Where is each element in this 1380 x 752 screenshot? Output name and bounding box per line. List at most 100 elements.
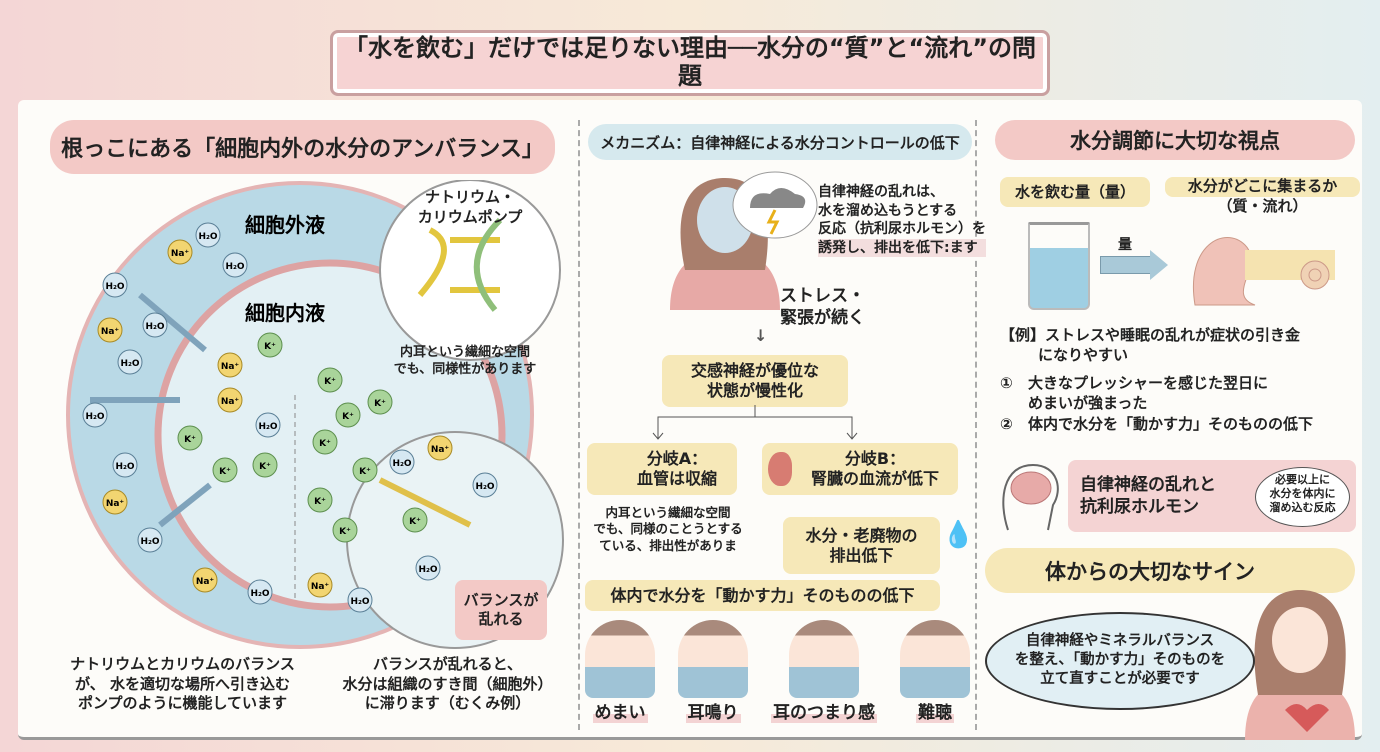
k-ion [367, 389, 393, 415]
h2o-ion-label: H₂O [392, 459, 411, 469]
h2o-ion [222, 252, 248, 278]
inner-ear-illustration [1193, 237, 1335, 306]
h2o-ion-label: H₂O [250, 589, 269, 599]
imbalance-arrow [378, 477, 472, 528]
k-ion [252, 452, 278, 478]
h2o-ion [347, 587, 373, 613]
h2o-ion-label: H₂O [225, 262, 244, 272]
autonomic-note: 自律神経の乱れは、水を溜め込もうとする反応（抗利尿ホルモン）を誘発し、排出を低下… [818, 184, 986, 258]
sign-header: 体からの大切なサイン [985, 548, 1355, 593]
divider [578, 120, 580, 730]
left-header: 根っこにある「細胞内外の水分のアンバランス」 [50, 120, 555, 174]
na-ion [192, 567, 218, 593]
na-ion-label: Na⁺ [196, 577, 215, 587]
flow-arrows [90, 292, 212, 528]
symptom-item: 耳鳴り [678, 620, 748, 723]
woman-illustration [789, 620, 859, 698]
smiling-woman-illustration [1245, 590, 1355, 740]
h2o-ion-label: H₂O [418, 565, 437, 575]
example-text: 【例】ストレスや睡眠の乱れが症状の引き金になりやすい [1000, 326, 1301, 365]
na-ion [102, 489, 128, 515]
caption-right: バランスが乱れると、水分は組織のすき間（細胞外）に滞ります（むくみ例） [342, 655, 553, 712]
right-header: 水分調節に大切な視点 [995, 120, 1355, 160]
k-ion-label: K⁺ [342, 412, 354, 422]
water-drop-icon: 💧 [942, 520, 975, 550]
stress-label: ストレス・緊張が続く [780, 286, 865, 329]
symptom-label: 耳鳴り [685, 703, 741, 723]
na-ion [427, 435, 453, 461]
na-ion-label: Na⁺ [106, 499, 125, 509]
item-text: めまいが強まった [1028, 394, 1148, 413]
where-label: 水分がどこに集まるか（質・流れ） [1165, 177, 1360, 216]
na-ion-label: Na⁺ [311, 582, 330, 592]
h2o-ion-label: H₂O [85, 412, 104, 422]
h2o-ion [389, 449, 415, 475]
woman-illustration [900, 620, 970, 698]
h2o-ion [102, 272, 128, 298]
symptom-item: 難聴 [900, 620, 970, 723]
brain-icon [1002, 463, 1059, 531]
k-ion-label: K⁺ [339, 527, 351, 537]
h2o-ion-label: H₂O [198, 232, 217, 242]
k-ion-label: K⁺ [259, 462, 271, 472]
water-glass-icon [1028, 222, 1090, 310]
excretion-box: 水分・老廃物の排出低下 [783, 517, 940, 574]
sympathetic-box: 交感神経が優位な状態が慢性化 [662, 355, 848, 407]
branch-a-box: 分岐A：血管は収縮 [587, 443, 737, 495]
symptom-item: めまい [585, 620, 655, 723]
item-text: 体内で水分を「動かす力」そのものの低下 [1028, 414, 1314, 433]
na-ion-label: Na⁺ [431, 445, 450, 455]
intracellular-label: 細胞内液 [245, 301, 326, 325]
woman-illustration [678, 620, 748, 698]
h2o-ion-label: H₂O [115, 462, 134, 472]
na-ion-label: Na⁺ [101, 327, 120, 337]
na-ion-label: Na⁺ [221, 397, 240, 407]
na-ion [167, 239, 193, 265]
branch-b-box: 分岐B：腎臓の血流が低下 [762, 443, 958, 495]
na-ion [217, 387, 243, 413]
h2o-ion [415, 555, 441, 581]
pump-note: 内耳という繊細な空間でも、同様性があります [393, 345, 537, 377]
stressed-woman-illustration [670, 171, 818, 310]
h2o-ion [195, 222, 221, 248]
symptoms-row: めまい耳鳴り 耳のつまり感 難聴 [585, 620, 970, 723]
symptom-label: 耳のつまり感 [771, 703, 877, 723]
k-ion-label: K⁺ [314, 497, 326, 507]
k-ion [212, 457, 238, 483]
k-ion-label: K⁺ [324, 377, 336, 387]
h2o-ion [472, 472, 498, 498]
k-ion-label: K⁺ [374, 399, 386, 409]
na-ion [217, 352, 243, 378]
na-ion [307, 572, 333, 598]
na-ion [97, 317, 123, 343]
h2o-ion [117, 349, 143, 375]
pump-arrow [417, 227, 500, 297]
arrow-head [1150, 250, 1168, 280]
k-ion [257, 332, 283, 358]
h2o-ion-label: H₂O [105, 282, 124, 292]
kidney-icon [768, 452, 792, 486]
arrow-down-icon: ↓ [754, 326, 768, 345]
h2o-ion-label: H₂O [145, 322, 164, 332]
branch-a-note: 内耳という繊細な空間でも、同様のことうとするている、排出性がありま [593, 505, 743, 553]
k-ion-label: K⁺ [184, 435, 196, 445]
imbalance-label: バランスが乱れる [455, 580, 547, 640]
symptom-item: 耳のつまり感 [771, 620, 877, 723]
caption-left: ナトリウムとカリウムのバランスが、 水を適切な場所へ引き込むポンプのように機能し… [70, 655, 295, 712]
h2o-ion-label: H₂O [475, 482, 494, 492]
h2o-ion-label: H₂O [140, 537, 159, 547]
hormone-bubble: 必要以上に水分を体内に溜め込む反応 [1255, 467, 1350, 527]
item-text: 大きなプレッシャーを感じた翌日に [1028, 374, 1269, 392]
pump-bubble [379, 180, 561, 361]
pump-arrow [473, 217, 503, 312]
h2o-ion [137, 527, 163, 553]
h2o-ion [82, 402, 108, 428]
arrow-right-icon [1100, 256, 1152, 274]
h2o-ion [255, 412, 281, 438]
k-ion [352, 457, 378, 483]
h2o-ion [142, 312, 168, 338]
